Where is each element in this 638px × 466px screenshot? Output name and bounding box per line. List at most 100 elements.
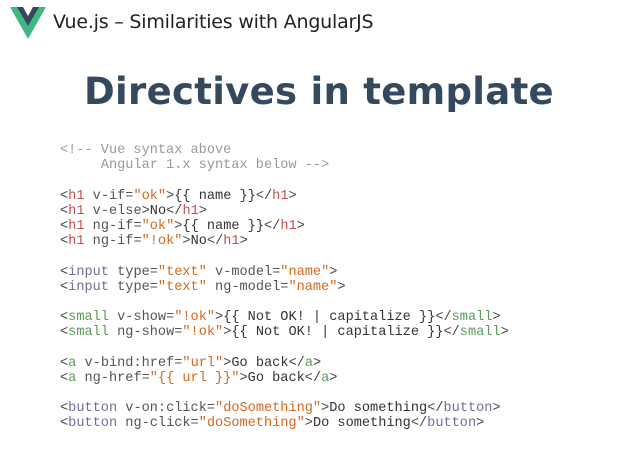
code-token-punct: > xyxy=(296,218,305,234)
code-token-attr: v-if= xyxy=(84,188,134,204)
code-token-text: {{ Not OK! | capitalize }} xyxy=(223,310,436,326)
code-line: <button v-on:click="doSomething">Do some… xyxy=(60,401,509,416)
code-token-attr: v-bind:href= xyxy=(76,355,183,371)
code-token-text: {{ name }} xyxy=(182,218,264,234)
code-token-tag-h1: h1 xyxy=(68,203,85,219)
code-token-punct: < xyxy=(60,188,69,204)
code-token-punct: > xyxy=(198,203,207,219)
code-blank-line xyxy=(60,249,509,264)
code-token-text: No xyxy=(149,203,167,219)
code-token-punct: > xyxy=(174,218,183,234)
code-token-tag-small: small xyxy=(459,325,501,341)
code-token-tag-small: small xyxy=(68,310,109,326)
code-token-punct: < xyxy=(60,416,69,432)
code-token-punct: </ xyxy=(255,188,273,204)
code-token-str: "text" xyxy=(157,264,207,280)
code-token-tag-h1: h1 xyxy=(272,188,289,204)
code-token-str: "text" xyxy=(157,279,207,295)
code-token-text: No xyxy=(190,234,207,250)
code-token-str: "name" xyxy=(288,279,338,295)
code-token-text: Go back xyxy=(231,355,289,371)
code-token-tag-button: button xyxy=(443,401,493,417)
code-token-punct: > xyxy=(215,310,224,326)
code-token-punct: </ xyxy=(443,325,460,341)
code-token-punct: > xyxy=(476,416,485,432)
code-blank-line xyxy=(60,386,509,401)
code-token-str: "doSomething" xyxy=(215,401,322,417)
code-token-tag-a: a xyxy=(68,370,77,386)
code-token-punct: </ xyxy=(304,370,322,386)
code-token-punct: > xyxy=(239,370,248,386)
code-block: <!-- Vue syntax above Angular 1.x syntax… xyxy=(60,143,509,432)
code-token-punct: < xyxy=(60,234,69,250)
code-token-punct: > xyxy=(182,234,191,250)
code-token-comment: <!-- Vue syntax above xyxy=(60,143,232,158)
code-line: <h1 v-else>No</h1> xyxy=(60,204,509,219)
code-token-punct: </ xyxy=(206,234,224,250)
code-line: <button ng-click="doSomething">Do someth… xyxy=(60,416,509,431)
code-token-tag-h1: h1 xyxy=(68,218,85,234)
code-token-tag-a: a xyxy=(304,355,313,371)
code-token-attr: ng-if= xyxy=(84,218,142,234)
code-line: <h1 ng-if="ok">{{ name }}</h1> xyxy=(60,219,509,234)
code-line: <input type="text" v-model="name"> xyxy=(60,265,509,280)
code-token-str: "{{ url }}" xyxy=(149,370,240,386)
code-token-tag-button: button xyxy=(427,416,477,432)
code-token-text: Do something xyxy=(329,401,428,417)
code-token-punct: > xyxy=(223,355,232,371)
code-token-punct: > xyxy=(321,401,330,417)
code-token-punct: > xyxy=(337,279,346,295)
code-token-punct: </ xyxy=(435,310,452,326)
code-token-punct: > xyxy=(141,203,150,219)
code-line: <h1 ng-if="!ok">No</h1> xyxy=(60,234,509,249)
code-token-tag-h1: h1 xyxy=(223,234,240,250)
code-token-attr: v-on:click= xyxy=(117,401,216,417)
code-token-punct: </ xyxy=(264,218,281,234)
code-token-punct: > xyxy=(312,355,322,371)
code-token-str: "!ok" xyxy=(182,325,224,341)
vue-logo-icon xyxy=(10,7,46,39)
code-blank-line xyxy=(60,340,509,355)
code-token-punct: > xyxy=(304,416,313,432)
code-token-tag-input: input xyxy=(68,264,109,280)
code-token-punct: > xyxy=(239,234,248,250)
code-token-punct: < xyxy=(60,401,69,417)
code-token-punct: > xyxy=(288,188,297,204)
code-token-text: Do something xyxy=(312,416,411,432)
code-token-punct: > xyxy=(500,325,509,341)
code-token-punct: > xyxy=(492,310,501,326)
header-title: Vue.js – Similarities with AngularJS xyxy=(53,11,374,33)
code-token-punct: </ xyxy=(288,355,305,371)
code-token-tag-small: small xyxy=(68,325,109,341)
code-token-str: "doSomething" xyxy=(198,416,305,432)
code-token-tag-button: button xyxy=(68,416,118,432)
code-token-attr: ng-href= xyxy=(76,370,150,386)
code-token-attr: type= xyxy=(108,279,158,295)
code-token-punct: < xyxy=(60,355,69,371)
code-blank-line xyxy=(60,295,509,310)
code-token-punct: > xyxy=(166,188,175,204)
code-token-text: Go back xyxy=(247,370,305,386)
code-token-str: "url" xyxy=(182,355,224,371)
code-token-tag-a: a xyxy=(321,370,330,386)
code-line: <small ng-show="!ok">{{ Not OK! | capita… xyxy=(60,325,509,340)
code-token-attr: v-model= xyxy=(206,264,281,280)
code-token-tag-button: button xyxy=(68,401,118,417)
code-line: <small v-show="!ok">{{ Not OK! | capital… xyxy=(60,310,509,325)
code-token-punct: < xyxy=(60,203,69,219)
code-token-punct: > xyxy=(329,264,338,280)
code-token-str: "ok" xyxy=(133,188,167,204)
code-token-tag-a: a xyxy=(68,355,77,371)
code-blank-line xyxy=(60,173,509,188)
code-token-punct: </ xyxy=(166,203,183,219)
code-token-attr: ng-click= xyxy=(117,416,199,432)
code-token-attr: type= xyxy=(108,264,158,280)
code-token-punct: < xyxy=(60,218,69,234)
code-token-punct: < xyxy=(60,325,69,341)
code-token-str: "!ok" xyxy=(141,234,183,250)
code-token-punct: </ xyxy=(410,416,428,432)
code-token-tag-h1: h1 xyxy=(68,234,85,250)
code-line: <h1 v-if="ok">{{ name }}</h1> xyxy=(60,189,509,204)
slide-title: Directives in template xyxy=(84,70,554,113)
code-token-str: "!ok" xyxy=(174,310,216,326)
